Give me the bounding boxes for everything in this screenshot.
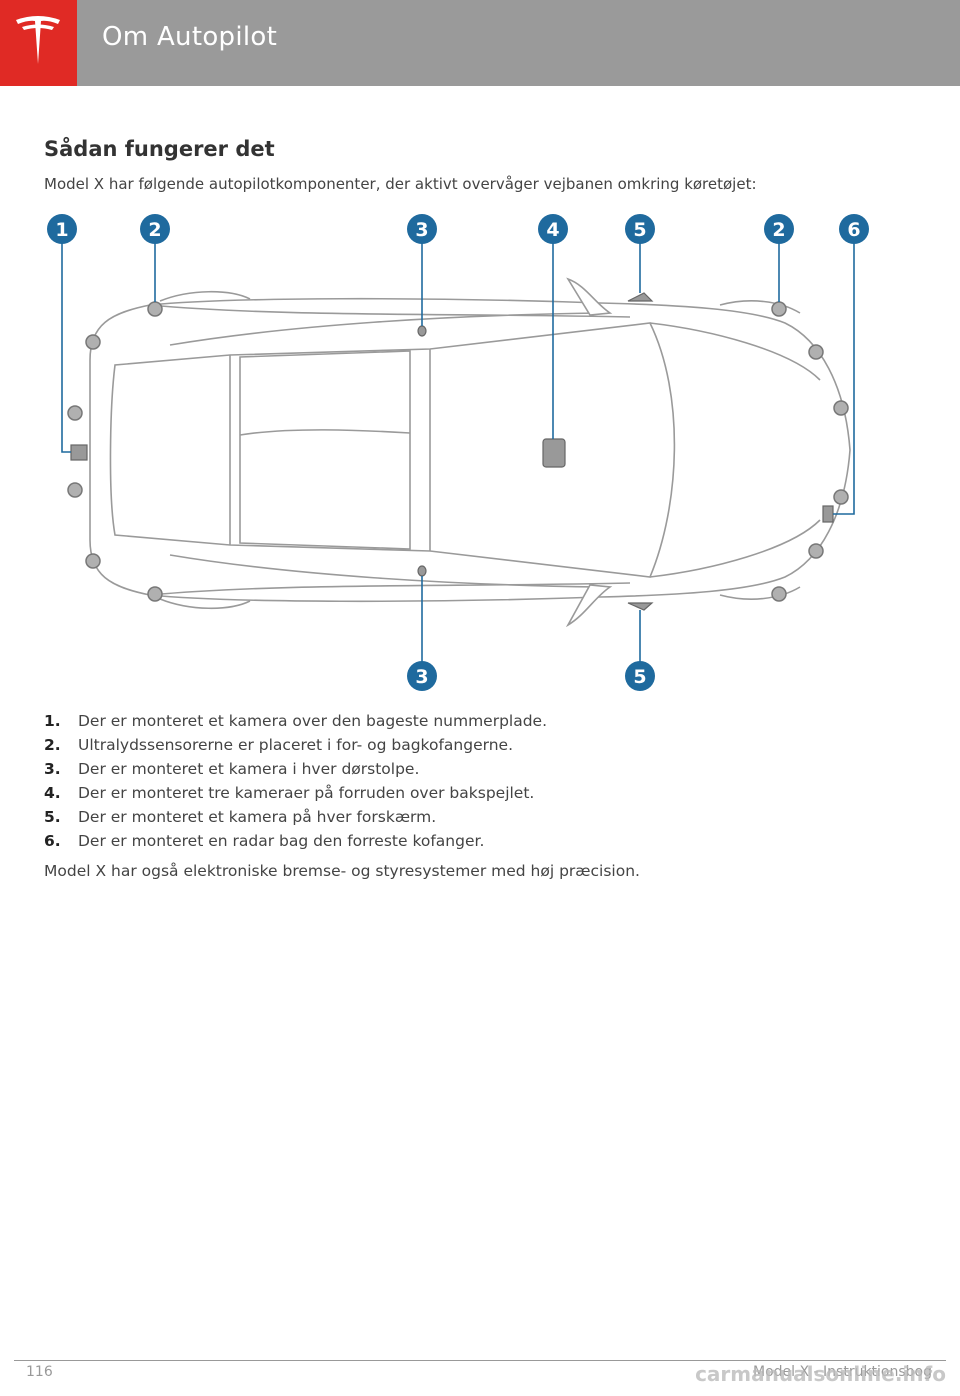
list-text: Ultralydssensorerne er placeret i for- o… [78,736,513,754]
callout-3-top: 3 [407,214,437,244]
list-number: 1. [44,712,61,730]
callout-label: 3 [415,666,428,688]
list-number: 3. [44,760,61,778]
callout-2-rear: 2 [140,214,170,244]
outro-text: Model X har også elektroniske bremse- og… [44,862,640,880]
rear-camera [70,444,88,461]
pillar-camera-bottom [417,565,427,577]
watermark: carmanualsonline.info [695,1362,946,1386]
section-title: Sådan fungerer det [44,137,275,161]
pillar-camera-top [417,325,427,337]
callout-leaders [61,243,855,662]
list-item: 4. Der er monteret tre kameraer på forrud… [44,784,547,808]
list-text: Der er monteret et kamera i hver dørstol… [78,760,420,778]
list-text: Der er monteret et kamera over den bages… [78,712,548,730]
tesla-logo-icon [16,16,60,64]
footer-divider [14,1360,946,1361]
list-number: 6. [44,832,61,850]
list-item: 3. Der er monteret et kamera i hver dørst… [44,760,547,784]
page-number: 116 [26,1364,53,1380]
front-radar [822,505,834,523]
callout-1-top: 1 [47,214,77,244]
list-text: Der er monteret en radar bag den forrest… [78,832,485,850]
list-number: 5. [44,808,61,826]
callout-4-top: 4 [538,214,568,244]
callout-6-top: 6 [839,214,869,244]
brand-logo [0,0,77,86]
callout-label: 6 [847,219,860,241]
callout-label: 1 [55,219,68,241]
intro-text: Model X har følgende autopilotkomponente… [44,175,757,193]
callout-2-front: 2 [764,214,794,244]
callout-3-bottom: 3 [407,661,437,691]
callout-label: 2 [148,219,161,241]
list-item: 2. Ultralydssensorerne er placeret i for-… [44,736,547,760]
callout-label: 5 [633,219,646,241]
car-outline [89,277,851,628]
fender-camera-top [627,292,654,302]
list-number: 4. [44,784,61,802]
car-sensor-diagram: 1 2 3 4 5 2 6 3 [47,214,869,691]
component-list: 1. Der er monteret et kamera over den bag… [44,712,547,856]
list-number: 2. [44,736,61,754]
callout-5-top: 5 [625,214,655,244]
list-item: 5. Der er monteret et kamera på hver fors… [44,808,547,832]
list-item: 6. Der er monteret en radar bag den forre… [44,832,547,856]
camera-modules [70,292,834,611]
ultrasonic-sensors [67,301,849,602]
list-text: Der er monteret et kamera på hver forskæ… [78,808,437,826]
list-item: 1. Der er monteret et kamera over den bag… [44,712,547,736]
callout-label: 3 [415,219,428,241]
callout-badges: 1 2 3 4 5 2 6 3 [47,214,869,691]
callout-5-bottom: 5 [625,661,655,691]
fender-camera-bottom [627,602,654,611]
callout-label: 5 [633,666,646,688]
page-title: Om Autopilot [102,22,278,52]
callout-label: 2 [772,219,785,241]
list-text: Der er monteret tre kameraer på forruden… [78,784,535,802]
callout-label: 4 [546,219,559,241]
windshield-cameras [542,438,566,468]
footer-doc-title: Model X - Instruktionsbog [753,1364,932,1380]
page-header: Om Autopilot [0,0,960,86]
